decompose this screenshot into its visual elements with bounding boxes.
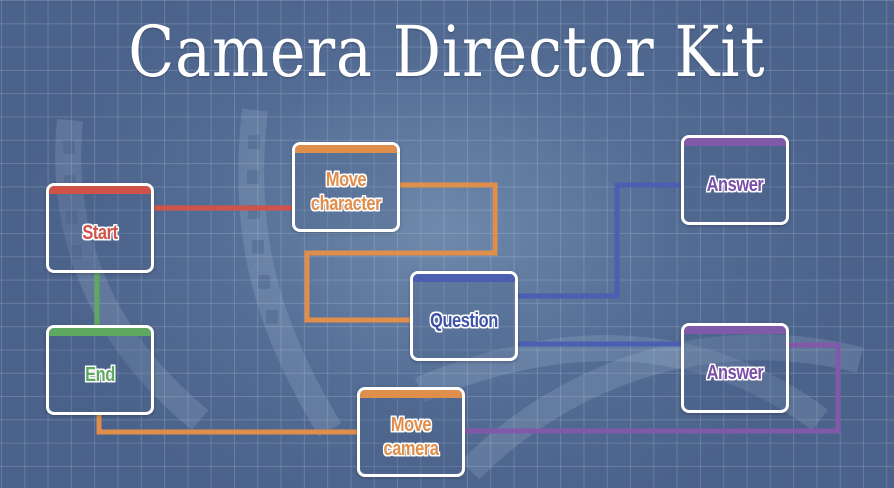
edge-move-character-question bbox=[304, 182, 498, 323]
node-start[interactable]: Start bbox=[46, 183, 154, 273]
node-label: End bbox=[85, 364, 115, 386]
node-move-camera[interactable]: Move camera bbox=[357, 387, 465, 477]
node-answer-1[interactable]: Answer bbox=[681, 135, 789, 225]
node-label: Question bbox=[430, 310, 498, 332]
node-answer-2[interactable]: Answer bbox=[681, 323, 789, 413]
node-header bbox=[684, 138, 786, 146]
node-move-character[interactable]: Move character bbox=[292, 142, 400, 232]
node-label: Answer bbox=[706, 362, 764, 384]
node-header bbox=[360, 390, 462, 398]
node-label-line-1: Move bbox=[390, 414, 432, 436]
node-end[interactable]: End bbox=[46, 325, 154, 415]
node-header bbox=[413, 274, 515, 282]
edge-end-move-camera bbox=[96, 413, 359, 435]
node-header bbox=[684, 326, 786, 334]
edge-answer-2-move-camera bbox=[464, 342, 841, 434]
node-label-line-1: Move bbox=[325, 169, 367, 191]
node-label: Move character bbox=[304, 155, 388, 229]
node-header bbox=[49, 328, 151, 336]
node-label: Start bbox=[82, 222, 118, 244]
node-label: Answer bbox=[706, 174, 764, 196]
node-question[interactable]: Question bbox=[410, 271, 518, 361]
node-label-line-2: camera bbox=[383, 438, 439, 460]
node-header bbox=[49, 186, 151, 194]
edge-question-answer-1 bbox=[517, 182, 683, 299]
node-label-line-2: character bbox=[310, 193, 382, 215]
node-header bbox=[295, 145, 397, 153]
page-title: Camera Director Kit bbox=[128, 11, 766, 93]
node-label: Move camera bbox=[369, 400, 453, 474]
